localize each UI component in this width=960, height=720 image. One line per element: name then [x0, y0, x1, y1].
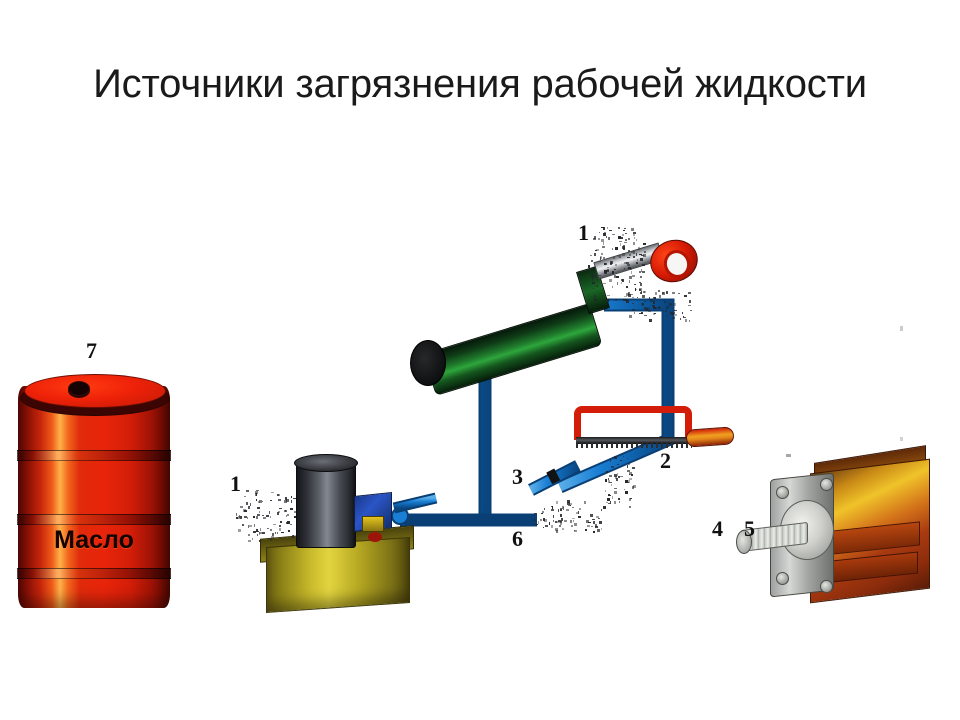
cylinder-rear-cap	[410, 340, 446, 386]
gear-motor-bolt	[776, 486, 789, 499]
pipe-pressure-line	[557, 298, 675, 493]
hacksaw-frame	[574, 406, 692, 440]
cylinder-barrel	[423, 302, 603, 396]
hacksaw-tool	[568, 406, 735, 462]
pump-fitting	[362, 516, 384, 532]
gear-motor	[736, 445, 940, 622]
contamination-cloud-saw-cut	[604, 452, 636, 510]
barrel-bung-cap	[68, 381, 90, 396]
barrel-band	[17, 450, 171, 461]
page-title: Источники загрязнения рабочей жидкости	[93, 62, 867, 106]
pump-power-unit	[258, 448, 428, 618]
hacksaw-blade	[576, 437, 692, 444]
gear-motor-bolt	[820, 478, 833, 491]
callout-4-motor: 4	[712, 516, 723, 541]
callout-7-barrel: 7	[86, 338, 97, 363]
barrel-band	[17, 568, 171, 579]
barrel-top	[24, 374, 166, 408]
pump-motor	[296, 460, 356, 548]
barrel-band	[17, 514, 171, 525]
oil-barrel: Масло	[17, 372, 171, 622]
pump-motor-cap	[294, 454, 358, 472]
hacksaw-teeth	[576, 443, 692, 448]
pump-reservoir	[266, 536, 410, 614]
pipe-joint-stub	[528, 460, 581, 496]
contamination-cloud-pump	[236, 490, 296, 542]
gear-motor-bolt	[776, 572, 789, 585]
callout-3-joint: 3	[512, 464, 523, 489]
gear-motor-shaft-end	[736, 530, 752, 554]
hydraulic-cylinder	[410, 233, 704, 396]
callout-1-cylinder: 1	[578, 220, 589, 245]
contamination-cloud-cylinder	[588, 226, 646, 303]
contamination-cloud-rod-seal	[628, 290, 692, 322]
callout-6-pipe: 6	[512, 526, 523, 551]
barrel-label: Масло	[54, 526, 134, 554]
background-specks	[786, 326, 903, 457]
pump-fitting	[368, 532, 382, 542]
hacksaw-handle	[685, 426, 735, 448]
gear-motor-bolt	[820, 580, 833, 593]
callout-1-pump: 1	[230, 471, 241, 496]
contamination-cloud-pipe-end	[533, 500, 606, 533]
pump-outlet-fittings	[391, 492, 438, 525]
callout-2-saw: 2	[660, 448, 671, 473]
callout-5-motor: 5	[744, 516, 755, 541]
